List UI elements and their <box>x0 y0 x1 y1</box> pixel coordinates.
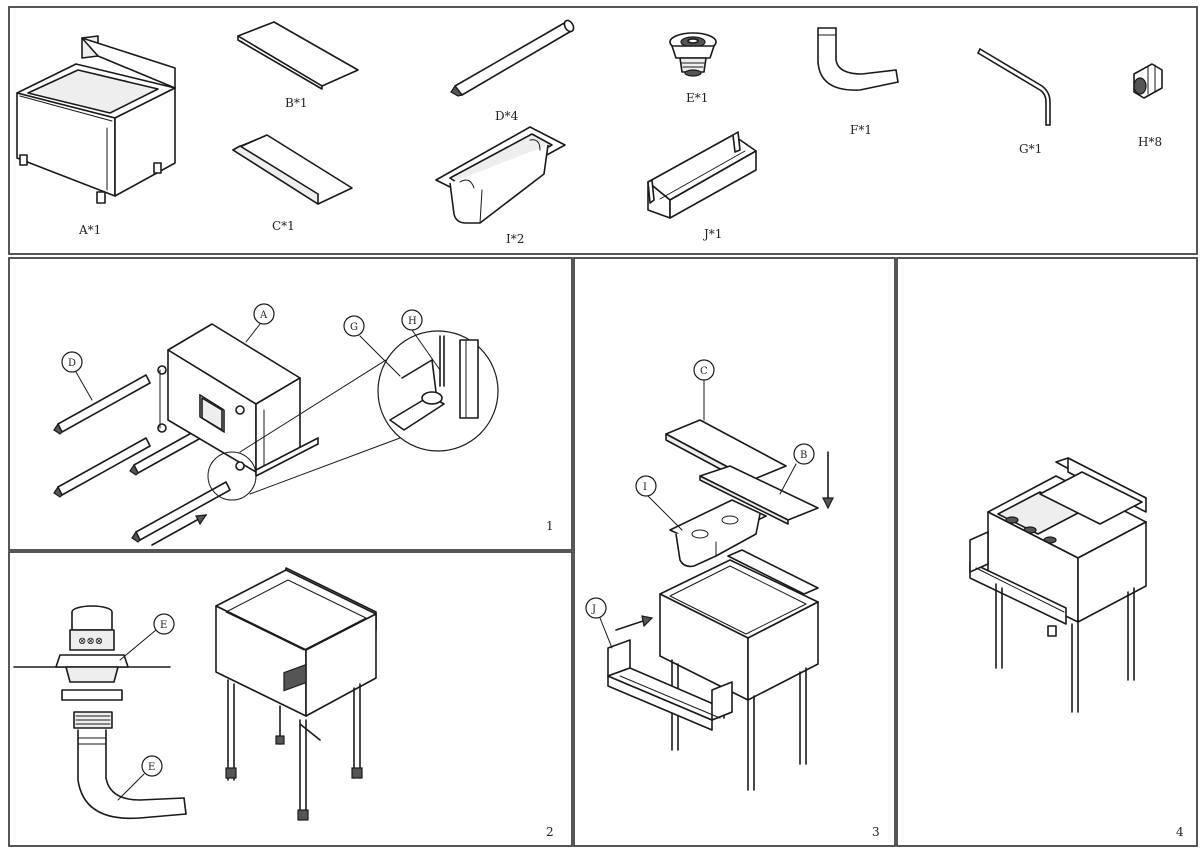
part-g-label: G*1 <box>1019 142 1042 156</box>
step-3-callouts: C B I J <box>585 359 815 649</box>
callout-f: E <box>148 762 155 773</box>
step-2-panel <box>8 551 573 847</box>
part-f-hose-drawing <box>817 27 899 91</box>
part-h-nut-drawing <box>1133 63 1163 99</box>
callout-b: B <box>800 450 807 461</box>
parts-list-panel <box>8 6 1198 255</box>
panel-frames <box>8 6 1198 847</box>
step-3-panel <box>573 257 896 847</box>
part-g-wrench-drawing <box>977 48 1051 126</box>
step-2-callouts: E E <box>117 613 175 801</box>
speed-rail <box>607 639 733 731</box>
step-2-number: 2 <box>546 825 554 839</box>
step-3-drawing: C B I J <box>585 359 834 791</box>
step-1-number: 1 <box>546 519 554 533</box>
step-1-drawing: D A G H <box>53 303 499 546</box>
part-b-shelf-drawing <box>237 21 359 90</box>
part-i-label: I*2 <box>506 232 524 246</box>
part-h-label: H*8 <box>1138 135 1162 149</box>
callout-d: D <box>68 358 76 369</box>
step-4-drawing <box>969 457 1147 713</box>
part-a-label: A*1 <box>78 223 101 237</box>
step-2-drawing: ⊗⊗⊗ <box>13 567 377 821</box>
insert-arrow <box>151 514 208 546</box>
down-arrow <box>822 451 834 510</box>
part-c-shelf-drawing <box>232 134 353 205</box>
stand-with-sink <box>215 567 377 821</box>
part-f-label: F*1 <box>850 123 872 137</box>
part-e-drain-drawing <box>669 32 717 77</box>
callout-e: E <box>160 620 167 631</box>
part-j-label: J*1 <box>702 227 722 241</box>
callout-c: C <box>700 366 708 377</box>
callout-a: A <box>259 310 268 321</box>
part-b-label: B*1 <box>285 96 307 110</box>
step-1-callouts: D A G H <box>61 303 441 401</box>
insert-pans <box>669 499 767 568</box>
step-4-number: 4 <box>1176 825 1184 839</box>
svg-text:⊗⊗⊗: ⊗⊗⊗ <box>78 636 103 647</box>
part-i-pan-drawing <box>435 126 566 224</box>
part-d-label: D*4 <box>495 109 519 123</box>
sink-cabinet <box>659 549 819 791</box>
step-4-panel <box>896 257 1198 847</box>
drain-exploded: ⊗⊗⊗ <box>13 605 187 820</box>
callout-g: G <box>350 322 358 333</box>
callout-h: H <box>408 316 417 327</box>
callout-j: J <box>591 604 596 615</box>
callout-i: I <box>643 482 647 493</box>
cabinet-upside-down <box>157 323 319 477</box>
part-j-rail-drawing <box>647 131 757 219</box>
step-3-number: 3 <box>872 825 880 839</box>
part-c-label: C*1 <box>272 219 295 233</box>
side-arrow <box>615 615 654 631</box>
detail-zoom <box>207 330 499 501</box>
step-1-panel <box>8 257 573 551</box>
part-a-cabinet-drawing <box>16 35 176 204</box>
part-d-leg-drawing <box>450 19 575 97</box>
part-e-label: E*1 <box>686 91 708 105</box>
